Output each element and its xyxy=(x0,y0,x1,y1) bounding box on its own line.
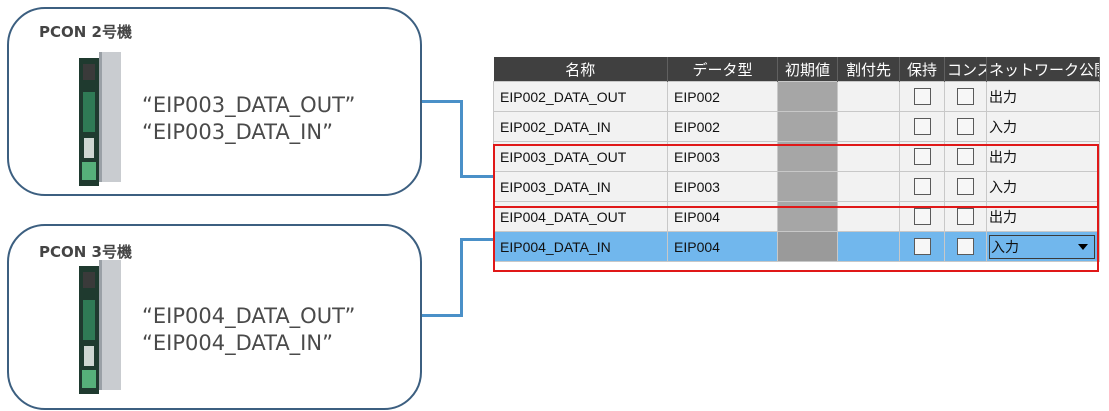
device-var-out: “EIP004_DATA_OUT” xyxy=(142,304,356,328)
cell-type[interactable]: EIP002 xyxy=(667,111,778,142)
highlight-box-eip003 xyxy=(493,144,1099,208)
highlight-box-eip004 xyxy=(493,206,1099,272)
device-var-in: “EIP004_DATA_IN” xyxy=(142,331,333,355)
constant-checkbox[interactable] xyxy=(957,118,974,136)
cell-assign[interactable] xyxy=(837,81,900,112)
retain-checkbox[interactable] xyxy=(913,238,931,256)
retain-checkbox[interactable] xyxy=(913,118,931,136)
cell-retain xyxy=(899,171,945,202)
column-header-constant[interactable]: コンス xyxy=(944,57,987,82)
column-header-name[interactable]: 名称 xyxy=(493,57,668,82)
cell-name[interactable]: EIP002_DATA_OUT xyxy=(493,81,668,112)
network-dropdown-value: 入力 xyxy=(991,238,1019,255)
connector-line xyxy=(460,238,494,241)
cell-retain xyxy=(899,111,945,142)
device-var-out: “EIP003_DATA_OUT” xyxy=(142,93,356,117)
column-header-type[interactable]: データ型 xyxy=(667,57,778,82)
cell-constant xyxy=(944,231,987,262)
retain-checkbox[interactable] xyxy=(913,178,931,196)
table-row[interactable]: EIP003_DATA_OUT EIP003 出力 xyxy=(493,141,1100,172)
cell-name[interactable]: EIP002_DATA_IN xyxy=(493,111,668,142)
cell-constant xyxy=(944,111,987,142)
table-row-selected[interactable]: EIP004_DATA_IN EIP004 入力 xyxy=(493,231,1100,262)
cell-name[interactable]: EIP003_DATA_IN xyxy=(493,171,668,202)
network-dropdown[interactable]: 入力 xyxy=(989,234,1095,259)
table-row[interactable]: EIP002_DATA_OUT EIP002 出力 xyxy=(493,81,1100,112)
constant-checkbox[interactable] xyxy=(957,208,974,226)
constant-checkbox[interactable] xyxy=(957,88,974,106)
pcon-controller-icon xyxy=(79,52,121,186)
cell-name[interactable]: EIP003_DATA_OUT xyxy=(493,141,668,172)
retain-checkbox[interactable] xyxy=(913,88,931,106)
cell-retain xyxy=(899,141,945,172)
cell-retain xyxy=(899,231,945,262)
constant-checkbox[interactable] xyxy=(957,178,974,196)
device-card-pcon-3 xyxy=(7,224,422,410)
cell-assign[interactable] xyxy=(837,231,900,262)
variable-table: 名称 データ型 初期値 割付先 保持 コンス ネットワーク公開 EIP002_D… xyxy=(493,57,1100,262)
chevron-down-icon[interactable] xyxy=(1078,243,1088,250)
cell-initial xyxy=(777,81,838,112)
column-header-assign[interactable]: 割付先 xyxy=(837,57,900,82)
cell-network: 入力 xyxy=(986,231,1100,262)
constant-checkbox[interactable] xyxy=(957,238,974,256)
cell-constant xyxy=(944,141,987,172)
pcon-controller-icon xyxy=(79,260,121,394)
retain-checkbox[interactable] xyxy=(913,148,931,166)
cell-assign[interactable] xyxy=(837,141,900,172)
device-var-in: “EIP003_DATA_IN” xyxy=(142,120,333,144)
device-card-title: PCON 3号機 xyxy=(39,243,132,261)
cell-constant xyxy=(944,171,987,202)
retain-checkbox[interactable] xyxy=(913,208,931,226)
connector-line xyxy=(460,175,494,178)
column-header-retain[interactable]: 保持 xyxy=(899,57,945,82)
table-row[interactable]: EIP003_DATA_IN EIP003 入力 xyxy=(493,171,1100,202)
connector-line xyxy=(460,100,463,178)
column-header-network[interactable]: ネットワーク公開 xyxy=(986,57,1100,82)
cell-type[interactable]: EIP003 xyxy=(667,171,778,202)
device-card-title: PCON 2号機 xyxy=(39,23,132,41)
cell-assign[interactable] xyxy=(837,171,900,202)
constant-checkbox[interactable] xyxy=(957,148,974,166)
device-card-pcon-2 xyxy=(7,7,422,196)
cell-retain xyxy=(899,81,945,112)
cell-initial xyxy=(777,111,838,142)
cell-type[interactable]: EIP004 xyxy=(667,231,778,262)
cell-type[interactable]: EIP003 xyxy=(667,141,778,172)
cell-initial xyxy=(777,141,838,172)
cell-network[interactable]: 入力 xyxy=(986,111,1100,142)
connector-line xyxy=(422,314,463,317)
cell-name[interactable]: EIP004_DATA_IN xyxy=(493,231,668,262)
table-header: 名称 データ型 初期値 割付先 保持 コンス ネットワーク公開 xyxy=(493,57,1100,82)
connector-line xyxy=(460,238,463,317)
cell-assign[interactable] xyxy=(837,111,900,142)
cell-initial xyxy=(777,231,838,262)
connector-line xyxy=(422,100,462,103)
cell-constant xyxy=(944,81,987,112)
table-row[interactable]: EIP002_DATA_IN EIP002 入力 xyxy=(493,111,1100,142)
column-header-initial[interactable]: 初期値 xyxy=(777,57,838,82)
cell-network[interactable]: 出力 xyxy=(986,81,1100,112)
cell-type[interactable]: EIP002 xyxy=(667,81,778,112)
